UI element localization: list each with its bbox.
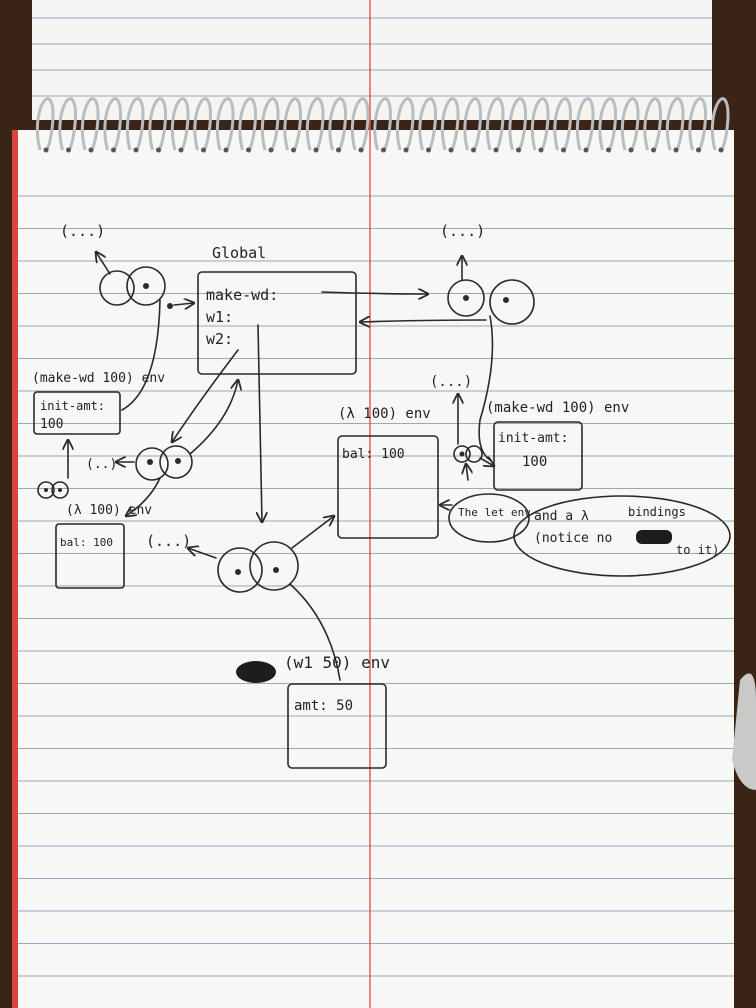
- label-right-mid: (...): [430, 374, 472, 390]
- label-left-mid: (..): [86, 457, 117, 472]
- back-page: [32, 0, 712, 120]
- spiral-binding: [35, 97, 730, 153]
- frame-w1-call: (w1 50) env amt: 50: [236, 653, 390, 769]
- frame-center-lambda: (λ 100) env bal: 100: [337, 406, 439, 539]
- arrow-w1-to-left-procedure: [172, 349, 239, 442]
- global-binding-make-wd: make-wd:: [206, 286, 278, 304]
- frame-right-make-wd-label: (make-wd 100) env: [486, 400, 629, 416]
- note-line-2: and a λ: [534, 509, 589, 524]
- frame-left-lambda: (λ 100) env bal: 100: [55, 503, 152, 589]
- frame-left-make-wd: (make-wd 100) env init-amt: 100: [32, 299, 165, 435]
- procedure-object-small-left: [37, 440, 68, 499]
- frame-right-make-wd-value: 100: [522, 454, 547, 470]
- arrow-to-global-from-right: [360, 320, 487, 322]
- frame-left-make-wd-label: (make-wd 100) env: [32, 371, 165, 386]
- label-top-right: (...): [440, 222, 485, 240]
- table-object: [732, 673, 756, 790]
- procedure-object-top-right: (...): [440, 222, 535, 325]
- global-binding-w1: w1:: [206, 308, 233, 326]
- frame-left-lambda-binding: bal: 100: [60, 536, 113, 549]
- label-bottom-mid: (...): [146, 532, 191, 550]
- global-binding-w2: w2:: [206, 330, 233, 348]
- arrow-w2: [258, 324, 262, 522]
- frame-left-lambda-label: (λ 100) env: [66, 503, 152, 518]
- procedure-object-top-left: (...): [60, 222, 194, 309]
- note-line-4: (notice no: [534, 531, 612, 546]
- arrow-make-wd: [321, 292, 428, 294]
- frame-right-make-wd: (make-wd 100) env init-amt: 100: [478, 315, 629, 491]
- frame-w1-call-binding: amt: 50: [294, 698, 353, 714]
- note-bubble: The let env and a λ bindings (notice no …: [448, 493, 731, 577]
- ruled-lines: [18, 17, 734, 977]
- global-frame-box: [197, 271, 357, 375]
- procedure-object-left: (..): [86, 445, 193, 516]
- frame-center-lambda-label: (λ 100) env: [338, 406, 431, 422]
- procedure-object-bottom: (...): [146, 516, 341, 681]
- frame-left-make-wd-value: 100: [40, 417, 63, 432]
- page-red-edge: [12, 130, 18, 1008]
- arrow-left-procedure-to-global: [189, 380, 238, 455]
- global-frame-title: Global: [212, 244, 266, 262]
- frame-w1-call-label: (w1 50) env: [284, 653, 390, 672]
- frame-left-make-wd-binding: init-amt:: [40, 399, 105, 413]
- note-line-5: to it): [676, 543, 719, 557]
- frame-right-make-wd-binding: init-amt:: [498, 431, 568, 446]
- frame-center-lambda-binding: bal: 100: [342, 447, 405, 462]
- notebook-page: [14, 130, 734, 1008]
- note-line-1: The let env: [458, 506, 531, 519]
- procedure-object-right-mid: (...): [430, 374, 494, 505]
- label-top-left: (...): [60, 222, 105, 240]
- global-frame: Global make-wd: w1: w2:: [197, 244, 357, 375]
- note-line-3: bindings: [628, 505, 686, 519]
